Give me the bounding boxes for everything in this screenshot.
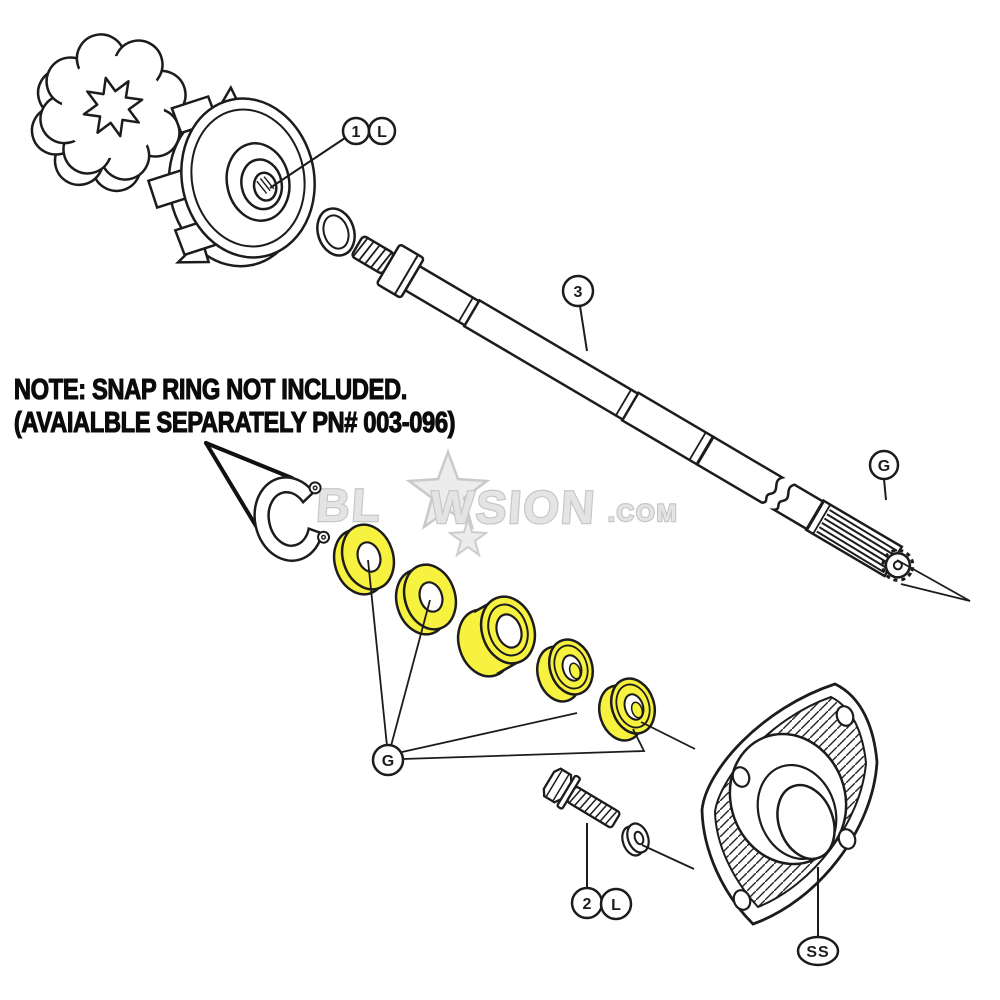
callout-l2-bubble bbox=[599, 887, 633, 921]
washer-1 bbox=[332, 523, 396, 596]
callout-1-label: 1 bbox=[352, 124, 361, 141]
coupler-spline-hole bbox=[82, 76, 144, 138]
callout-3-bubble bbox=[561, 274, 595, 308]
callout-coupler: 1 L bbox=[269, 116, 397, 189]
end-plate bbox=[700, 682, 879, 926]
callout-g1-label: G bbox=[382, 753, 394, 770]
note-line-1: NOTE: SNAP RING NOT INCLUDED. bbox=[14, 373, 407, 406]
watermark-left: BL bbox=[315, 479, 384, 531]
shaft-collar bbox=[376, 244, 425, 299]
driveshaft bbox=[351, 235, 915, 582]
callout-2-label: 2 bbox=[583, 896, 592, 913]
callout-l2-label: L bbox=[611, 897, 621, 914]
watermark-suffix: .COM bbox=[608, 500, 679, 527]
o-ring bbox=[316, 207, 356, 257]
washer-2 bbox=[394, 563, 458, 636]
callout-grease-group: G bbox=[371, 743, 405, 777]
star-small-icon bbox=[447, 515, 489, 558]
rubber-coupler bbox=[30, 33, 187, 193]
seal-1 bbox=[535, 638, 595, 703]
callout-l1-bubble bbox=[367, 116, 397, 146]
callout-ss-bubble bbox=[796, 935, 840, 967]
seal-2 bbox=[597, 677, 657, 742]
washer-small bbox=[621, 822, 695, 870]
callout-g2-label: G bbox=[878, 458, 890, 475]
callout-spline-grease: G bbox=[868, 449, 971, 602]
watermark-right: WSION bbox=[429, 481, 598, 533]
bolt bbox=[542, 767, 621, 829]
grease-leader-lines bbox=[367, 559, 696, 760]
callout-g1-bubble bbox=[371, 743, 405, 777]
highlighted-parts bbox=[332, 523, 657, 742]
note-pointer-lines bbox=[204, 441, 294, 528]
brand-watermark: BL WSION .COM bbox=[314, 448, 679, 558]
callout-3-label: 3 bbox=[574, 284, 583, 301]
callout-shaft: 3 bbox=[561, 274, 595, 352]
star-icon bbox=[405, 448, 491, 531]
plate-center-hole bbox=[776, 783, 836, 861]
spline-pointer-lines bbox=[896, 559, 971, 602]
note-line-2: (AVAIALBLE SEPARATELY PN# 003-096) bbox=[14, 406, 455, 439]
snap-ring bbox=[253, 476, 331, 562]
callout-l1-label: L bbox=[377, 124, 387, 141]
callout-plate: SS bbox=[796, 867, 840, 967]
bearing bbox=[456, 595, 537, 678]
callout-bolt: 2 L bbox=[570, 823, 633, 921]
callout-ss-label: SS bbox=[806, 944, 829, 961]
note-text: NOTE: SNAP RING NOT INCLUDED. (AVAIALBLE… bbox=[13, 372, 456, 439]
callout-g2-bubble bbox=[868, 449, 900, 481]
